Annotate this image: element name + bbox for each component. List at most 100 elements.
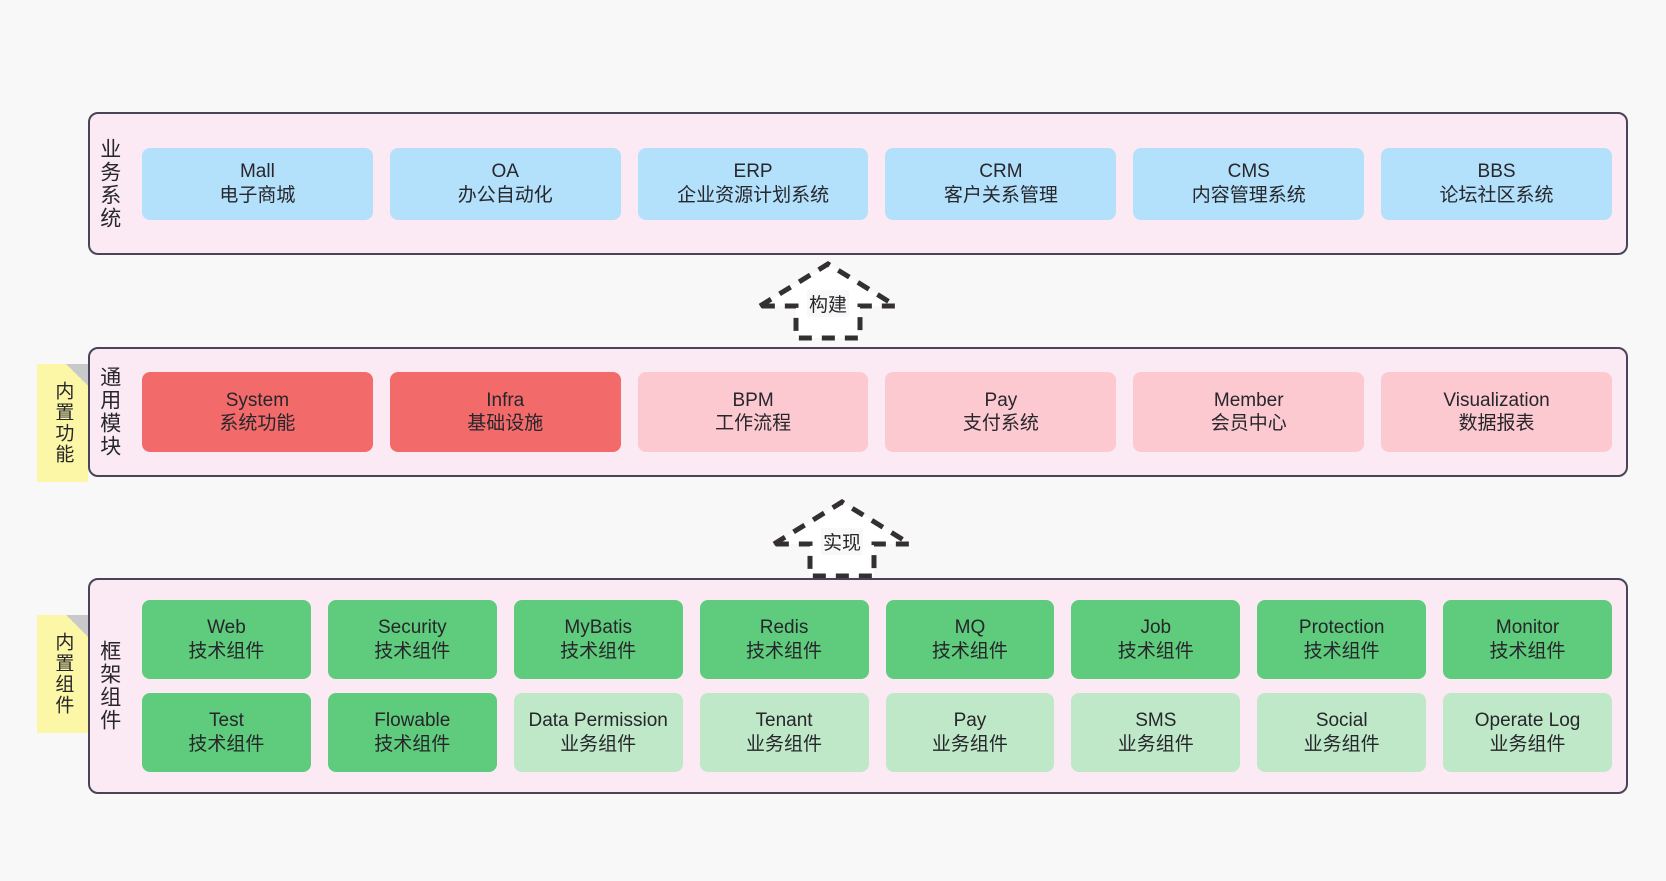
sticky-note-builtin-component: 内置组件 xyxy=(37,615,88,733)
module-card-subtitle: 业务组件 xyxy=(1489,733,1566,755)
layer-row: Test 技术组件 Flowable 技术组件 Data Permission … xyxy=(142,693,1612,772)
module-card-subtitle: 技术组件 xyxy=(374,640,451,662)
module-card-subtitle: 业务组件 xyxy=(1117,733,1194,755)
module-card-title: Job xyxy=(1140,617,1172,639)
module-card-title: Tenant xyxy=(755,710,813,732)
module-card-subtitle: 论坛社区系统 xyxy=(1439,184,1554,206)
module-card-title: MyBatis xyxy=(564,617,632,639)
module-card-subtitle: 企业资源计划系统 xyxy=(677,184,830,206)
module-card-title: Redis xyxy=(759,617,809,639)
module-card-mq[interactable]: MQ 技术组件 xyxy=(885,600,1055,679)
module-card-redis[interactable]: Redis 技术组件 xyxy=(699,600,869,679)
module-card-title: BPM xyxy=(732,389,774,411)
layer-row: Web 技术组件 Security 技术组件 MyBatis 技术组件 Redi… xyxy=(142,600,1612,679)
module-card-crm[interactable]: CRM 客户关系管理 xyxy=(885,147,1117,220)
layer-framework-component: 框架组件 Web 技术组件 Security 技术组件 MyBatis 技术组件… xyxy=(88,578,1628,794)
module-card-subtitle: 技术组件 xyxy=(1489,640,1566,662)
layer-business-system: 业务系统 Mall 电子商城 OA 办公自动化 ERP 企业资源计划系统 CRM… xyxy=(88,112,1628,255)
module-card-title: Flowable xyxy=(374,710,451,732)
module-card-subtitle: 电子商城 xyxy=(219,184,296,206)
layer-title-common-module: 通用模块 xyxy=(97,366,121,458)
module-card-monitor[interactable]: Monitor 技术组件 xyxy=(1443,600,1612,679)
layer-common-module: 通用模块 System 系统功能 Infra 基础设施 BPM 工作流程 Pay… xyxy=(88,347,1628,477)
module-card-infra[interactable]: Infra 基础设施 xyxy=(389,372,621,452)
module-card-visualization[interactable]: Visualization 数据报表 xyxy=(1381,372,1612,452)
module-card-bbs[interactable]: BBS 论坛社区系统 xyxy=(1381,147,1612,220)
module-card-title: Monitor xyxy=(1495,617,1560,639)
module-card-tenant[interactable]: Tenant 业务组件 xyxy=(699,693,869,772)
sticky-note-builtin-function: 内置功能 xyxy=(37,364,88,482)
module-card-subtitle: 数据报表 xyxy=(1458,413,1535,434)
sticky-note-text: 内置组件 xyxy=(52,632,74,716)
layer-title-framework-component: 框架组件 xyxy=(97,640,121,732)
layer-body-business-system: Mall 电子商城 OA 办公自动化 ERP 企业资源计划系统 CRM 客户关系… xyxy=(128,114,1626,253)
module-card-subtitle: 业务组件 xyxy=(746,733,823,755)
module-card-subtitle: 业务组件 xyxy=(931,733,1008,755)
module-card-pay[interactable]: Pay 支付系统 xyxy=(885,372,1117,452)
layer-body-common-module: System 系统功能 Infra 基础设施 BPM 工作流程 Pay 支付系统… xyxy=(128,349,1626,475)
module-card-title: Pay xyxy=(953,710,987,732)
module-card-subtitle: 客户关系管理 xyxy=(943,184,1058,206)
module-card-oa[interactable]: OA 办公自动化 xyxy=(389,147,621,220)
module-card-subtitle: 办公自动化 xyxy=(457,184,553,206)
module-card-protection[interactable]: Protection 技术组件 xyxy=(1257,600,1427,679)
module-card-title: Protection xyxy=(1298,617,1385,639)
module-card-mall[interactable]: Mall 电子商城 xyxy=(142,147,373,220)
module-card-sms[interactable]: SMS 业务组件 xyxy=(1071,693,1241,772)
module-card-member[interactable]: Member 会员中心 xyxy=(1133,372,1365,452)
module-card-erp[interactable]: ERP 企业资源计划系统 xyxy=(637,147,869,220)
module-card-title: Pay xyxy=(984,389,1018,411)
module-card-operate-log[interactable]: Operate Log 业务组件 xyxy=(1443,693,1612,772)
module-card-subtitle: 技术组件 xyxy=(1117,640,1194,662)
module-card-title: Visualization xyxy=(1443,389,1550,411)
module-card-cms[interactable]: CMS 内容管理系统 xyxy=(1133,147,1365,220)
module-card-subtitle: 业务组件 xyxy=(560,733,637,755)
module-card-subtitle: 会员中心 xyxy=(1210,413,1287,434)
module-card-data-permission[interactable]: Data Permission 业务组件 xyxy=(513,693,683,772)
module-card-title: SMS xyxy=(1135,710,1177,732)
module-card-flowable[interactable]: Flowable 技术组件 xyxy=(327,693,497,772)
module-card-title: Member xyxy=(1213,389,1284,411)
module-card-title: ERP xyxy=(733,161,773,183)
module-card-system[interactable]: System 系统功能 xyxy=(142,372,373,452)
arrow-build: 构建 xyxy=(751,260,905,342)
layer-title-business-system: 业务系统 xyxy=(97,137,121,230)
arrow-label-implement: 实现 xyxy=(820,528,864,555)
layer-row: System 系统功能 Infra 基础设施 BPM 工作流程 Pay 支付系统… xyxy=(142,372,1612,452)
module-card-mybatis[interactable]: MyBatis 技术组件 xyxy=(513,600,683,679)
module-card-job[interactable]: Job 技术组件 xyxy=(1071,600,1241,679)
module-card-social[interactable]: Social 业务组件 xyxy=(1257,693,1427,772)
module-card-title: Security xyxy=(377,617,447,639)
module-card-subtitle: 技术组件 xyxy=(746,640,823,662)
module-card-subtitle: 系统功能 xyxy=(219,413,296,434)
module-card-subtitle: 技术组件 xyxy=(1303,640,1380,662)
module-card-title: MQ xyxy=(954,617,986,639)
module-card-title: CMS xyxy=(1227,161,1270,183)
arrow-label-build: 构建 xyxy=(806,290,850,317)
module-card-title: Test xyxy=(209,710,244,732)
module-card-title: Data Permission xyxy=(528,710,668,732)
module-card-subtitle: 技术组件 xyxy=(188,640,265,662)
module-card-title: CRM xyxy=(979,161,1023,183)
module-card-title: System xyxy=(225,389,290,411)
module-card-web[interactable]: Web 技术组件 xyxy=(142,600,311,679)
arrow-implement: 实现 xyxy=(765,498,919,580)
module-card-pay-component[interactable]: Pay 业务组件 xyxy=(885,693,1055,772)
module-card-title: Web xyxy=(207,617,246,639)
module-card-title: Operate Log xyxy=(1474,710,1581,732)
module-card-subtitle: 技术组件 xyxy=(374,733,451,755)
module-card-subtitle: 技术组件 xyxy=(188,733,265,755)
page-fold-icon xyxy=(66,364,88,386)
module-card-security[interactable]: Security 技术组件 xyxy=(327,600,497,679)
module-card-title: OA xyxy=(491,161,519,183)
layer-body-framework-component: Web 技术组件 Security 技术组件 MyBatis 技术组件 Redi… xyxy=(128,580,1626,792)
page-fold-icon xyxy=(66,615,88,637)
module-card-bpm[interactable]: BPM 工作流程 xyxy=(637,372,869,452)
sticky-note-text: 内置功能 xyxy=(52,381,74,465)
module-card-title: BBS xyxy=(1477,161,1516,183)
module-card-subtitle: 技术组件 xyxy=(931,640,1008,662)
module-card-test[interactable]: Test 技术组件 xyxy=(142,693,311,772)
module-card-subtitle: 内容管理系统 xyxy=(1191,184,1306,206)
layer-row: Mall 电子商城 OA 办公自动化 ERP 企业资源计划系统 CRM 客户关系… xyxy=(142,147,1612,220)
